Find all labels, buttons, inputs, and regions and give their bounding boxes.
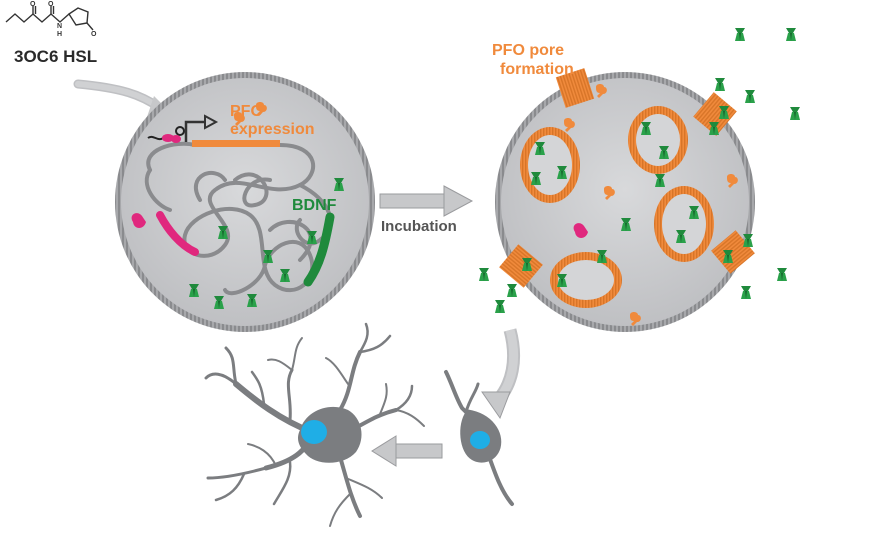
pfo-expression-label-2: expression	[230, 121, 314, 138]
pfo-pore-label-2: formation	[500, 61, 574, 78]
green-protein-icon	[790, 107, 800, 120]
right-arrow-icon	[379, 185, 474, 217]
bdnf-gene	[303, 212, 335, 287]
atom-n: N	[57, 23, 62, 30]
vesicle	[628, 106, 688, 174]
pfo-pore	[499, 244, 543, 288]
right-cell	[495, 68, 755, 332]
dna-strand	[144, 141, 333, 296]
green-protein-icon	[741, 286, 751, 299]
bdnf-label: BDNF	[292, 197, 337, 214]
molecule-name: 3OC6 HSL	[14, 47, 97, 66]
green-protein-icon	[786, 28, 796, 41]
vesicle	[520, 127, 580, 203]
pfo-pore-label-1: PFO pore	[492, 42, 564, 59]
green-protein-icon	[777, 268, 787, 281]
green-protein-icon	[507, 284, 517, 297]
magenta-gene	[156, 211, 199, 256]
incubation-label: Incubation	[381, 218, 457, 235]
curved-down-arrow-icon	[481, 328, 521, 420]
pfo-pore	[555, 68, 595, 108]
small-neuron	[444, 370, 514, 506]
atom-o2: O	[48, 1, 54, 8]
green-protein-icon	[479, 268, 489, 281]
atom-h: H	[57, 31, 62, 38]
green-protein-icon	[715, 78, 725, 91]
magenta-protein-icon	[573, 223, 588, 238]
promoter-arrow-icon	[184, 120, 205, 142]
hsl-receptor-icon	[147, 126, 185, 143]
atom-o3: O	[91, 31, 97, 38]
pfo-pore	[711, 230, 755, 274]
green-protein-icon	[735, 28, 745, 41]
vesicle	[654, 186, 714, 262]
nucleus	[301, 420, 327, 444]
left-cell	[115, 72, 375, 332]
vesicle	[550, 252, 622, 308]
magenta-protein-icon	[131, 213, 146, 228]
nucleus	[470, 431, 490, 449]
green-protein-icon	[745, 90, 755, 103]
pfo-expression-label-1: PFO	[230, 103, 263, 120]
pfo-gene	[192, 140, 280, 147]
pfo-pore	[693, 92, 737, 136]
atom-o1: O	[30, 1, 36, 8]
left-arrow-icon	[371, 435, 443, 467]
hsl-molecule	[5, 6, 94, 31]
green-protein-icon	[495, 300, 505, 313]
